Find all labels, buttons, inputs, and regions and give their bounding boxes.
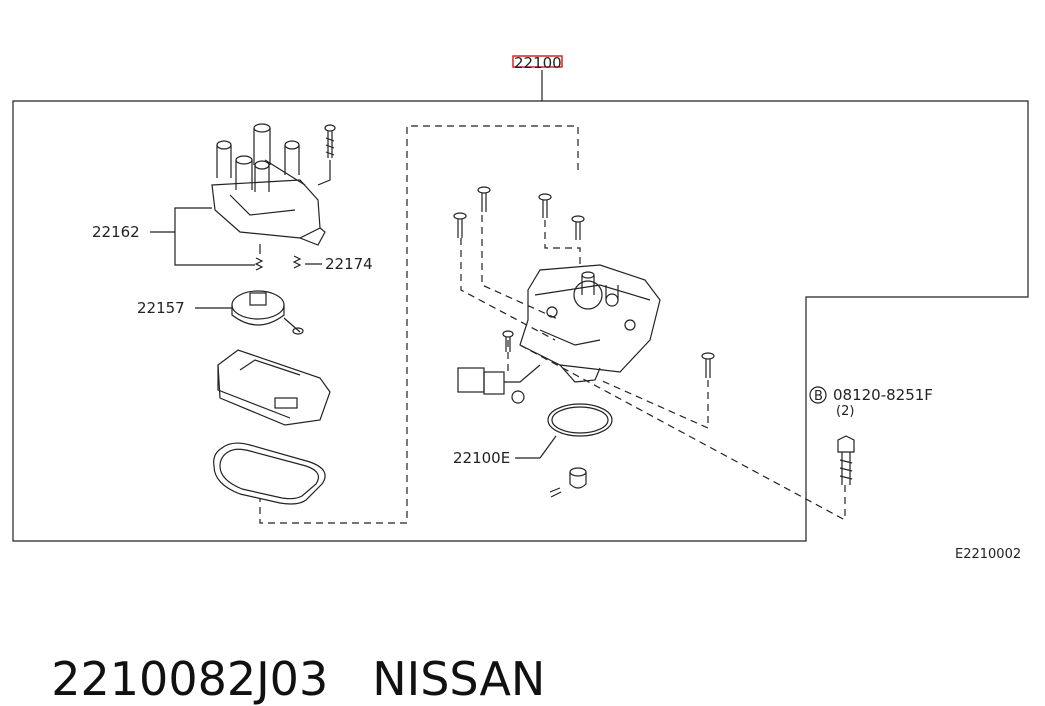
rotor-callout: 22157 [137,299,185,317]
footer-caption: 2210082J03 NISSAN [22,598,545,706]
bolt-qty: (2) [836,404,854,419]
figure-code: E2210002 [955,547,1021,562]
cap-callout: 22162 [92,223,140,241]
rotor-drawing [231,290,304,335]
distributor-cap-drawing [211,123,326,246]
distributor-body-drawing [519,264,661,383]
screw-callout: 22174 [325,255,373,273]
bolt-drawing [809,386,855,485]
part-highlight-box[interactable] [512,55,563,68]
part-number: 2210082J03 [51,652,329,706]
gasket-drawing [213,442,326,505]
brand-name: NISSAN [372,652,546,706]
parts-diagram: 22100 22162 22174 22157 22100E B 08120-8… [12,54,1029,562]
assembly-boundary [12,100,1029,542]
bolt-callout: 08120-8251F [833,386,933,404]
dashed-guides [259,125,846,524]
o-ring-drawing [547,403,613,437]
cover-drawing [217,349,331,426]
connector-drawing [457,364,541,404]
cap-screw-drawing [317,124,336,186]
spring-drawings [254,244,302,271]
top-part-label[interactable]: 22100 [514,54,562,72]
coupling-drawing [549,467,587,498]
bolt-ref-letter: B [814,389,823,404]
cap-bracket [174,207,255,266]
oring-callout: 22100E [453,449,510,467]
body-bolt-drawings [453,186,715,378]
